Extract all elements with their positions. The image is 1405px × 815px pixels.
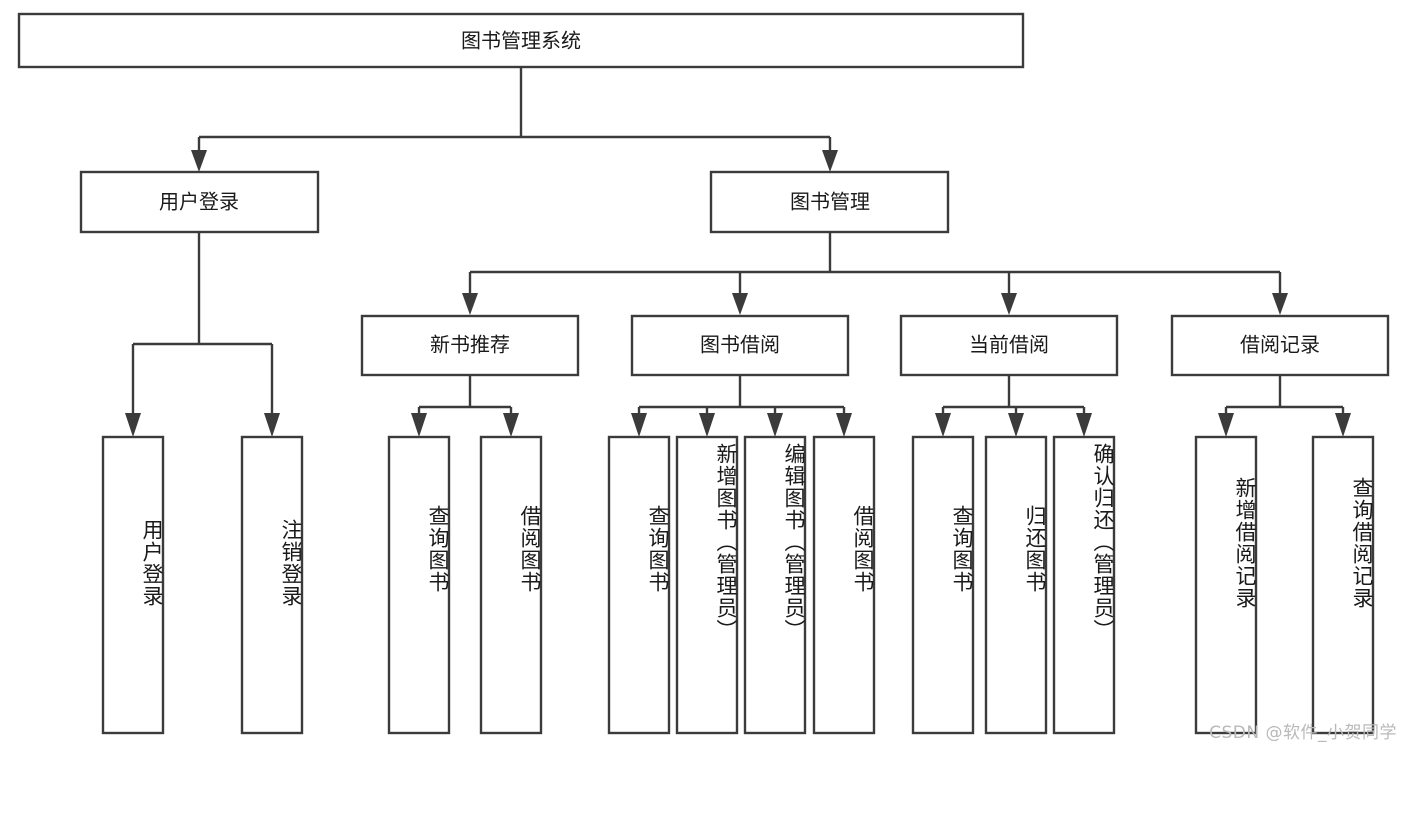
leaf-box-query-borrow-record[interactable]: [1311, 435, 1375, 735]
leaf-box-confirm-return-admin[interactable]: [1052, 435, 1116, 735]
node-root-box[interactable]: [17, 12, 1025, 69]
arrow-head-icon: [1008, 413, 1024, 437]
node-book-management-label: 图书管理: [790, 190, 870, 214]
node-current-borrow[interactable]: 当前借阅: [899, 314, 1119, 377]
leaf-box-edit-book-admin[interactable]: [743, 435, 807, 735]
leaf-box-query-book-borrow[interactable]: [607, 435, 671, 735]
arrow-head-icon: [1076, 413, 1092, 437]
connector-root-to-level2: [191, 67, 838, 172]
arrow-head-icon: [264, 413, 280, 437]
node-user-login[interactable]: 用户登录: [79, 170, 320, 234]
arrow-head-icon: [411, 413, 427, 437]
leaf-box-borrow-book[interactable]: [812, 435, 876, 735]
connector-current-borrow-to-leaves: [935, 375, 1092, 437]
arrow-head-icon: [699, 413, 715, 437]
tree-diagram-svg: 图书管理系统 用户登录 图书管理: [17, 12, 1390, 735]
arrow-head-icon: [1001, 293, 1017, 315]
node-user-login-box[interactable]: [79, 170, 320, 234]
arrow-head-icon: [935, 413, 951, 437]
arrow-head-icon: [1272, 293, 1288, 315]
node-book-borrow[interactable]: 图书借阅: [630, 314, 850, 377]
node-user-login-label: 用户登录: [159, 190, 239, 214]
arrow-head-icon: [462, 293, 478, 315]
csdn-watermark: CSDN @软件_小贺同学: [1209, 723, 1397, 743]
node-new-book-recommend-box[interactable]: [360, 314, 580, 377]
arrow-head-icon: [125, 413, 141, 437]
connector-borrow-record-to-leaves: [1218, 375, 1351, 437]
arrow-head-icon: [631, 413, 647, 437]
node-current-borrow-box[interactable]: [899, 314, 1119, 377]
leaf-box-query-book-recommend[interactable]: [387, 435, 451, 735]
arrow-head-icon: [503, 413, 519, 437]
leaf-box-return-book[interactable]: [984, 435, 1048, 735]
node-root-label: 图书管理系统: [461, 29, 581, 53]
arrow-head-icon: [1218, 413, 1234, 437]
arrow-head-icon: [1335, 413, 1351, 437]
node-borrow-record-label: 借阅记录: [1240, 333, 1320, 357]
connector-new-book-recommend-to-leaves: [411, 375, 519, 437]
node-root[interactable]: 图书管理系统: [17, 12, 1025, 69]
arrow-head-icon: [836, 413, 852, 437]
node-borrow-record[interactable]: 借阅记录: [1170, 314, 1390, 377]
node-new-book-recommend[interactable]: 新书推荐: [360, 314, 580, 377]
leaf-box-user-login[interactable]: [101, 435, 165, 735]
leaf-box-add-borrow-record[interactable]: [1194, 435, 1258, 735]
leaf-box-borrow-book-recommend[interactable]: [479, 435, 543, 735]
leaf-box-logout[interactable]: [240, 435, 304, 735]
connector-book-borrow-to-leaves: [631, 375, 852, 437]
node-book-management[interactable]: 图书管理: [709, 170, 950, 234]
leaf-box-add-book-admin[interactable]: [675, 435, 739, 735]
diagram-canvas: 图书管理系统 用户登录 图书管理: [17, 12, 1397, 743]
connector-book-management-to-level3: [462, 232, 1288, 315]
node-book-borrow-label: 图书借阅: [700, 333, 780, 357]
node-current-borrow-label: 当前借阅: [969, 333, 1049, 357]
leaf-box-query-book-current[interactable]: [911, 435, 975, 735]
arrow-head-icon: [191, 150, 207, 172]
arrow-head-icon: [767, 413, 783, 437]
arrow-head-icon: [822, 150, 838, 172]
arrow-head-icon: [732, 293, 748, 315]
connector-user-login-to-leaves: [125, 232, 280, 437]
node-new-book-recommend-label: 新书推荐: [430, 333, 510, 357]
